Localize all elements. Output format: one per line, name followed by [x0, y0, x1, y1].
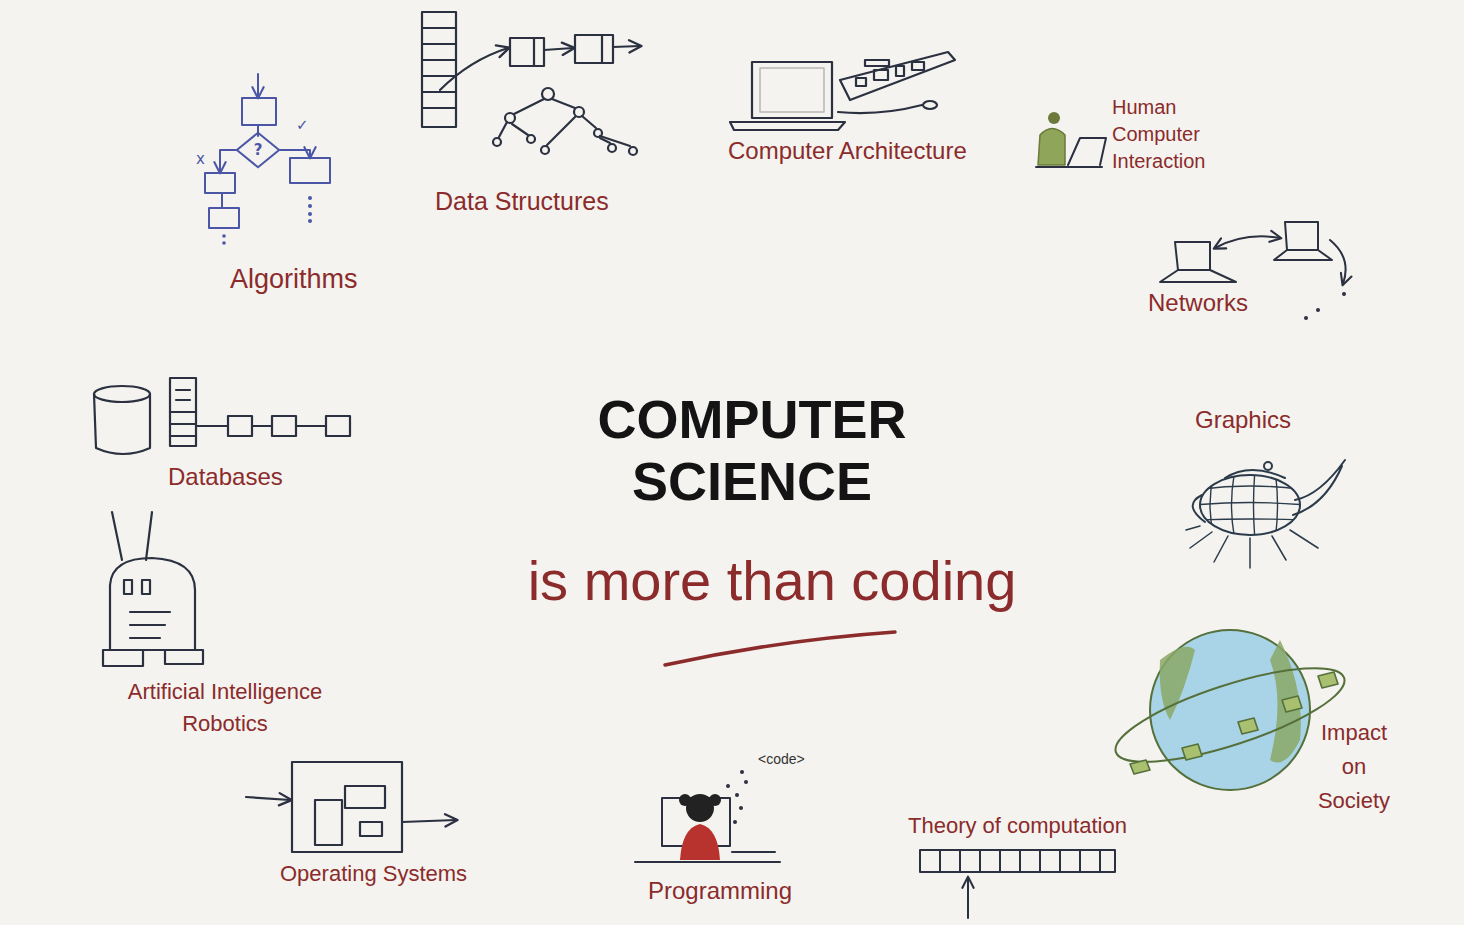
topic-label: Human Computer Interaction	[1112, 94, 1227, 175]
data-structures-sketch	[422, 12, 640, 155]
caption: is more than coding	[462, 548, 1082, 614]
topic-label: Algorithms	[230, 262, 358, 296]
topic-label: Theory of computation	[908, 812, 1127, 840]
topic-label: Impact on Society	[1308, 716, 1400, 818]
network-sketch	[1160, 222, 1346, 284]
programmer-sketch	[635, 770, 780, 862]
topic-label: Graphics	[1195, 405, 1291, 435]
topic-label: Programming	[648, 876, 792, 906]
turing-tape	[920, 850, 1115, 918]
decision-diamond: ?	[236, 132, 280, 168]
topic-label: Databases	[168, 462, 283, 492]
topic-label: Operating Systems	[280, 860, 467, 888]
topic-label: ✓	[296, 116, 309, 135]
globe-sketch	[1107, 630, 1354, 790]
robot-sketch	[103, 512, 203, 666]
flowchart-sketch	[205, 74, 330, 228]
computer-sketch	[730, 52, 955, 130]
os-sketch	[246, 762, 456, 852]
topic-label: Computer Architecture	[728, 136, 967, 166]
hci-sketch	[1036, 112, 1106, 167]
decision-mark: ?	[254, 142, 263, 158]
topic-label: <code>	[758, 750, 805, 768]
topic-label: Data Structures	[435, 186, 609, 217]
database-sketch	[94, 378, 350, 454]
teapot-sketch	[1186, 460, 1345, 568]
flow-dots	[222, 196, 312, 245]
underline	[665, 632, 895, 665]
topic-label: Networks	[1148, 288, 1248, 318]
topic-label: x	[196, 150, 205, 169]
topic-label: Artificial Intelligence Robotics	[100, 676, 350, 740]
title: COMPUTER SCIENCE	[552, 388, 952, 512]
